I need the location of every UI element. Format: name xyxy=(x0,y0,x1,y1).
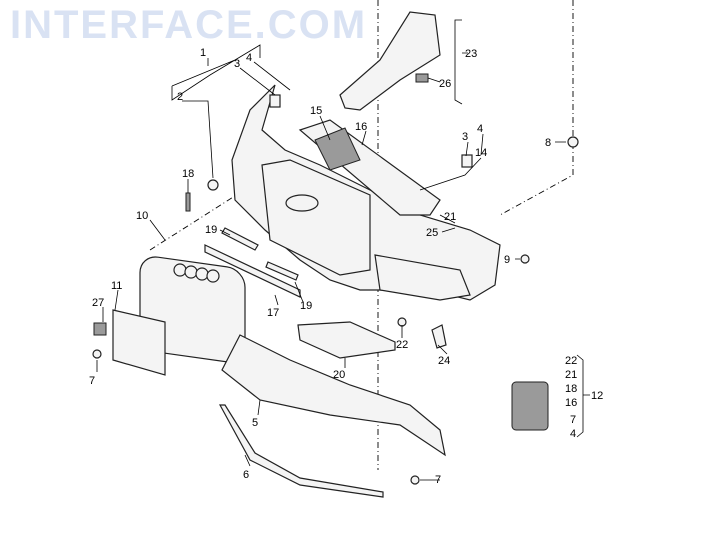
callout-4: 4 xyxy=(246,52,252,64)
cap-24[interactable] xyxy=(431,324,447,349)
fog-grille[interactable] xyxy=(297,321,396,359)
license-plate-bracket[interactable] xyxy=(112,309,166,376)
callout-24: 24 xyxy=(438,355,450,367)
screw-7a[interactable] xyxy=(92,349,102,359)
callout-15: 15 xyxy=(310,105,322,117)
callout-20: 20 xyxy=(333,369,345,381)
washer-2[interactable] xyxy=(207,179,219,191)
callout-10: 10 xyxy=(136,210,148,222)
callout-17: 17 xyxy=(267,307,279,319)
callout-7a: 7 xyxy=(89,375,95,387)
front-grille[interactable] xyxy=(139,255,246,365)
callout-16: 16 xyxy=(355,121,367,133)
nut-27[interactable] xyxy=(93,322,107,336)
callout-3b: 3 xyxy=(462,131,468,143)
callout-5: 5 xyxy=(252,417,258,429)
callout-8: 8 xyxy=(545,137,551,149)
spoiler-strip[interactable] xyxy=(218,404,384,498)
callout-2: 2 xyxy=(177,91,183,103)
callout-19b: 19 xyxy=(300,300,312,312)
callout-3: 3 xyxy=(234,58,240,70)
kit-item: 7 xyxy=(570,414,576,426)
lower-grille[interactable] xyxy=(221,334,446,457)
part-18[interactable] xyxy=(185,192,191,212)
centerline-right xyxy=(499,0,574,216)
screw-22[interactable] xyxy=(397,317,407,327)
callout-labels: 1 3 4 2 15 16 23 26 3 4 14 8 18 10 19 21… xyxy=(89,47,551,486)
callout-23: 23 xyxy=(465,48,477,60)
kit-item: 4 xyxy=(570,428,576,440)
trim-strip-19b[interactable] xyxy=(265,261,299,281)
kit-item: 16 xyxy=(565,397,577,409)
leader-lines xyxy=(96,19,590,481)
callout-6: 6 xyxy=(243,469,249,481)
callout-18: 18 xyxy=(182,168,194,180)
callout-25: 25 xyxy=(426,227,438,239)
kit-item: 21 xyxy=(565,369,577,381)
callout-27: 27 xyxy=(92,297,104,309)
bracket-23[interactable] xyxy=(339,11,441,111)
bracket-3b[interactable] xyxy=(461,154,473,168)
repair-kit-bag[interactable] xyxy=(511,381,549,431)
screw-7b[interactable] xyxy=(410,475,420,485)
callout-12: 12 xyxy=(591,390,603,402)
callout-21: 21 xyxy=(444,211,456,223)
screw-9[interactable] xyxy=(520,254,530,264)
callout-11: 11 xyxy=(111,280,122,292)
kit-item: 22 xyxy=(565,355,577,367)
kit-contents-list: 22 21 18 16 7 4 12 xyxy=(565,355,603,440)
trim-strip-19a[interactable] xyxy=(221,227,259,251)
bracket-3a[interactable] xyxy=(269,94,281,108)
callout-9: 9 xyxy=(504,254,510,266)
bumper-cover[interactable] xyxy=(231,84,501,301)
callout-22: 22 xyxy=(396,339,408,351)
callout-19a: 19 xyxy=(205,224,217,236)
callout-4b: 4 xyxy=(477,123,483,135)
clip-8[interactable] xyxy=(567,136,579,148)
kit-item: 18 xyxy=(565,383,577,395)
callout-7b: 7 xyxy=(435,474,441,486)
callout-14: 14 xyxy=(475,147,487,159)
callout-26: 26 xyxy=(439,78,451,90)
part-26[interactable] xyxy=(415,73,429,83)
watermark: INTERFACE.COM xyxy=(10,3,367,47)
bracket-15[interactable] xyxy=(314,127,361,171)
callout-1: 1 xyxy=(200,47,206,59)
trim-strip-17[interactable] xyxy=(204,244,301,298)
